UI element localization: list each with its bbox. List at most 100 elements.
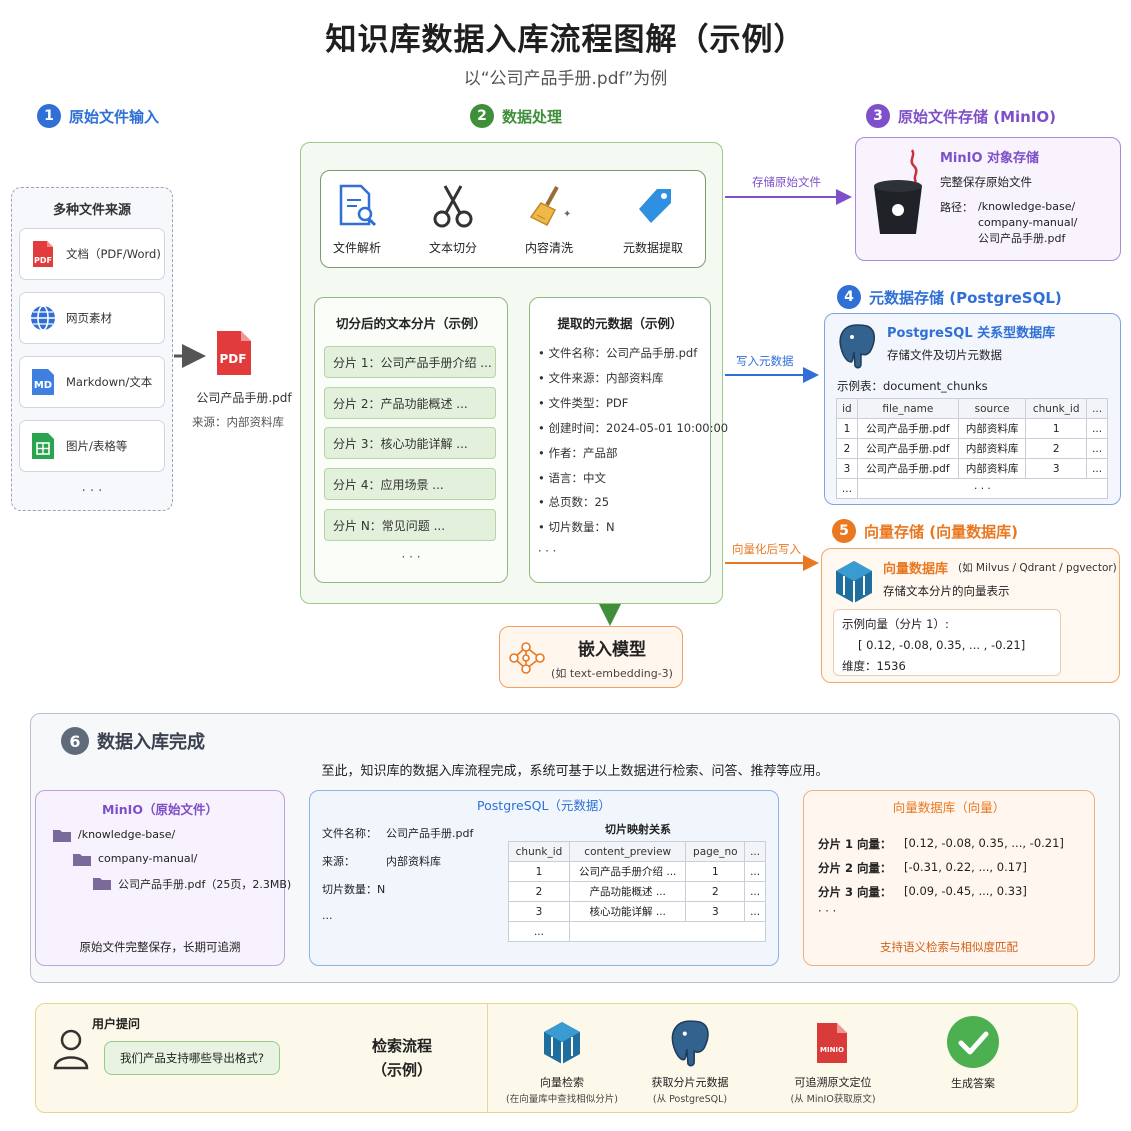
metadata-item: • 文件名称：公司产品手册.pdf [538,346,698,360]
source-item-image-table[interactable]: 图片/表格等 [19,420,165,472]
embedding-model-box[interactable]: 嵌入模型 (如 text-embedding-3) [499,626,683,688]
metadata-item: • 切片数量：N [538,520,615,534]
minio-desc: 完整保存原始文件 [940,175,1032,189]
chunk-item[interactable]: 分片 3：核心功能详解 ... [324,427,496,459]
bucket-icon [874,149,922,234]
section1-title: 原始文件输入 [69,107,160,126]
label-vector-write: 向量化后写入 [732,542,801,556]
page-subtitle: 以“公司产品手册.pdf”为例 [463,69,668,89]
postgresql-elephant-icon [671,1020,709,1067]
metadata-item: • 总页数：25 [538,495,610,509]
divider [487,1004,488,1112]
section2-header: 2 数据处理 [470,104,562,128]
scissors-icon [433,185,473,228]
chunks-panel: 切分后的文本分片（示例） 分片 1：公司产品手册介绍 ... 分片 2：产品功能… [314,297,508,583]
source-item-doc-label: 文档（PDF/Word) [66,247,161,261]
section3-number: 3 [866,104,890,128]
metadata-item: • 文件来源：内部资料库 [538,371,664,385]
source-item-doc[interactable]: PDF 文档（PDF/Word) [19,228,165,280]
flow-step-title: 生成答案 [951,1077,995,1090]
retrieval-flow-title: 检索流程 （示例） [371,1037,432,1079]
postgres-panel: PostgreSQL 关系型数据库 存储文件及切片元数据 示例表：documen… [824,313,1121,505]
table-row: ...· · · [836,478,1109,499]
table-row: ... [508,921,767,942]
metadata-item: • 作者：产品部 [538,446,618,460]
processing-steps: 文件解析 文本切分 ✦ 内容清洗 元数据提取 [320,170,706,268]
svg-text:MINIO: MINIO [820,1046,844,1054]
vector-db-icon [836,561,872,603]
section4-number: 4 [837,285,861,309]
pg-field-value: 公司产品手册.pdf [386,827,474,840]
sources-title: 多种文件来源 [52,203,131,218]
chunk-item[interactable]: 分片 2：产品功能概述 ... [324,387,496,419]
folder-icon [73,854,91,866]
vec-row-label: 分片 3 向量： [818,885,892,899]
section4-title: 元数据存储 (PostgreSQL) [869,288,1062,307]
flow-step-title: 可追溯原文定位 [794,1076,872,1089]
sources-more: · · · [81,484,103,499]
vector-title: 向量数据库 [883,562,949,577]
section5-number: 5 [832,519,856,543]
minio-path-label: 路径： [940,201,973,214]
chunk-item[interactable]: 分片 1：公司产品手册介绍 ... [324,346,496,378]
flow-step-sub: (从 MinIO获取原文) [790,1094,876,1105]
vec-row-value: [0.12, -0.08, 0.35, ..., -0.21] [904,836,1064,850]
completion-panel: 6 数据入库完成 至此，知识库的数据入库流程完成，系统可基于以上数据进行检索、问… [30,713,1120,983]
pg-map-title: 切片映射关系 [605,823,671,836]
markdown-icon: MD [32,369,54,395]
flow-step-title: 向量检索 [540,1076,584,1089]
done-minio-note: 原始文件完整保存，长期可追溯 [79,940,241,954]
embedding-title: 嵌入模型 [578,640,646,660]
metadata-item: • 文件类型：PDF [538,396,629,410]
section5-title: 向量存储 (向量数据库) [864,522,1018,541]
table-header: file_name [856,398,959,419]
postgres-title: PostgreSQL 关系型数据库 [887,326,1056,341]
question-bubble[interactable]: 我们产品支持哪些导出格式? [104,1041,280,1075]
step-clean-label: 内容清洗 [524,241,573,255]
table-header: source [957,398,1027,419]
vector-sample-box: 示例向量（分片 1）: [ 0.12, -0.08, 0.35, ... , -… [833,609,1061,676]
chunks-more: · · · [401,550,421,564]
vec-row-value: [-0.31, 0.22, ..., 0.17] [904,860,1027,874]
chunk-item[interactable]: 分片 N：常见问题 ... [324,509,496,541]
minio-panel: MinIO 对象存储 完整保存原始文件 路径： /knowledge-base/… [855,137,1121,261]
section6-title: 数据入库完成 [97,732,205,753]
pdf-file-icon[interactable]: PDF [214,330,254,376]
user-question-label: 用户提问 [92,1017,141,1031]
source-item-web[interactable]: 网页素材 [19,292,165,344]
section1-number: 1 [37,104,61,128]
section2-number: 2 [470,104,494,128]
user-icon [53,1029,89,1070]
flow-step-sub: (从 PostgreSQL) [652,1094,728,1105]
broom-icon: ✦ [529,186,571,226]
table-header: chunk_id [1025,398,1088,419]
spreadsheet-icon [32,433,54,459]
source-item-markdown[interactable]: MD Markdown/文本 [19,356,165,408]
tag-icon [639,189,671,223]
label-write-meta: 写入元数据 [736,354,794,368]
done-pg-card: PostgreSQL（元数据） 文件名称： 公司产品手册.pdf 来源： 内部资… [309,790,779,966]
query-flow-panel: 用户提问 我们产品支持哪些导出格式? 检索流程 （示例） 向量检索 (在向量库中… [35,1003,1078,1113]
metadata-item: • 语言：中文 [538,471,606,485]
input-file-name: 公司产品手册.pdf [196,391,292,405]
section3-header: 3 原始文件存储 (MinIO) [866,104,1056,128]
page-title: 知识库数据入库流程图解（示例） [325,22,806,58]
source-item-web-label: 网页素材 [66,311,112,325]
pdf-file-icon: PDF [33,241,53,267]
chunk-item[interactable]: 分片 4：应用场景 ... [324,468,496,500]
vec-more: · · · [818,904,837,918]
vec-row-value: [0.09, -0.45, ..., 0.33] [904,884,1027,898]
vector-sample-title: 示例向量（分片 1）: [842,617,949,631]
folder-icon [93,878,111,890]
vector-db-icon [544,1022,580,1064]
section6-header: 6 数据入库完成 [61,727,205,755]
tree-file: 公司产品手册.pdf（25页，2.3MB) [118,878,292,891]
